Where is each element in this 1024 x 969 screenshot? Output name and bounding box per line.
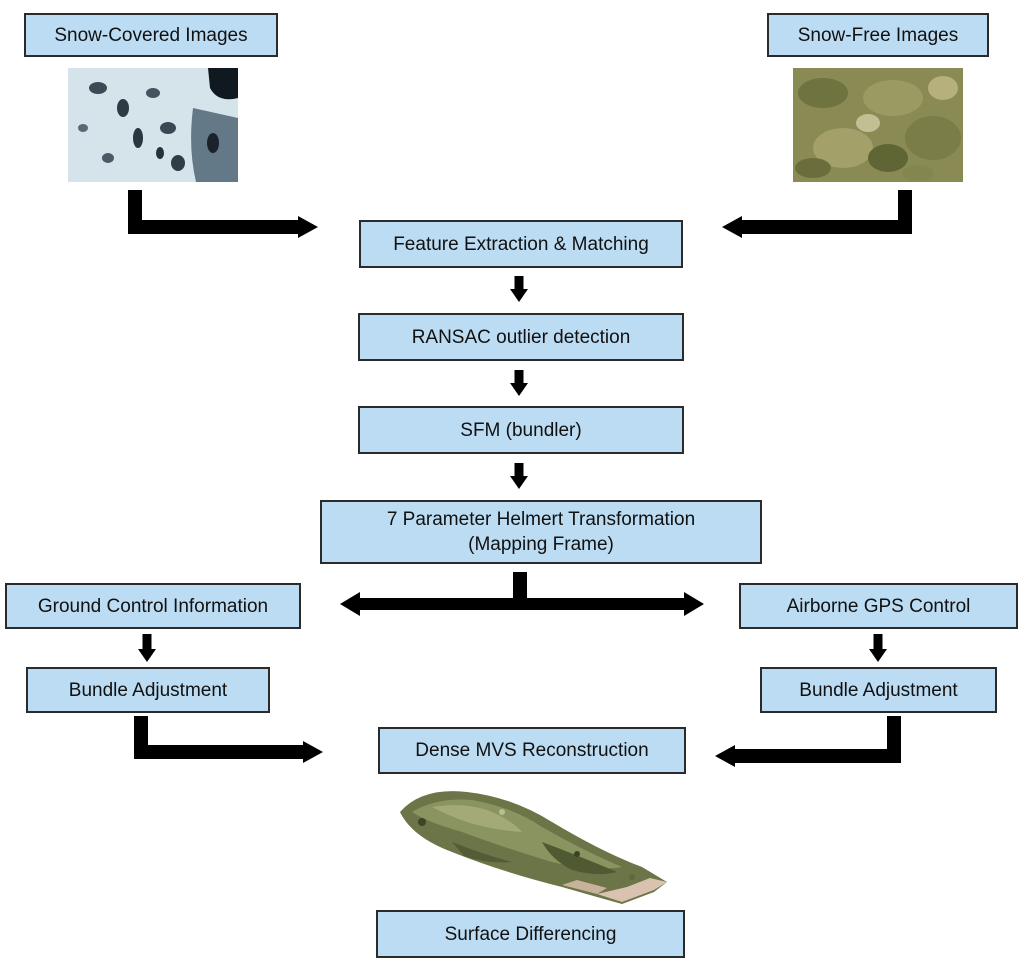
bundle-adjustment-left-label: Bundle Adjustment (68, 679, 228, 701)
feature-extraction-label: Feature Extraction & Matching (393, 233, 649, 255)
snow-free-images-box: Snow-Free Images (767, 13, 989, 57)
helmert-label-line1: 7 Parameter Helmert Transformation (386, 509, 696, 530)
snow-covered-images-box: Snow-Covered Images (24, 13, 278, 57)
arrow-helmert-split (340, 572, 704, 616)
arrow-snow-covered-to-feature (128, 190, 318, 238)
bundle-adjustment-right-box: Bundle Adjustment (760, 667, 997, 713)
ransac-label: RANSAC outlier detection (411, 326, 631, 348)
arrow-feature-to-ransac (510, 276, 528, 302)
snow-covered-photo (68, 68, 238, 182)
ransac-box: RANSAC outlier detection (358, 313, 684, 361)
arrow-bundle-right-to-dense (715, 716, 901, 767)
snow-covered-label: Snow-Covered Images (54, 24, 248, 46)
airborne-gps-label: Airborne GPS Control (786, 595, 971, 617)
snow-free-photo (793, 68, 963, 182)
ground-control-label: Ground Control Information (37, 595, 269, 617)
point-cloud-render (400, 791, 667, 904)
helmert-label-line2: (Mapping Frame) (468, 534, 614, 555)
sfm-label: SFM (bundler) (460, 419, 582, 441)
arrow-gps-to-bundle (869, 634, 887, 662)
snow-free-label: Snow-Free Images (797, 24, 959, 46)
arrow-ransac-to-sfm (510, 370, 528, 396)
arrow-snow-free-to-feature (722, 190, 912, 238)
helmert-box: 7 Parameter Helmert Transformation (Mapp… (320, 500, 762, 564)
arrow-bundle-left-to-dense (134, 716, 323, 763)
bundle-adjustment-left-box: Bundle Adjustment (26, 667, 270, 713)
airborne-gps-box: Airborne GPS Control (739, 583, 1018, 629)
dense-mvs-label: Dense MVS Reconstruction (415, 740, 649, 761)
bundle-adjustment-right-label: Bundle Adjustment (799, 679, 958, 701)
dense-mvs-box: Dense MVS Reconstruction (378, 727, 686, 774)
arrow-sfm-to-helmert (510, 463, 528, 489)
sfm-box: SFM (bundler) (358, 406, 684, 454)
surface-differencing-label: Surface Differencing (444, 923, 617, 945)
arrow-ground-to-bundle (138, 634, 156, 662)
ground-control-box: Ground Control Information (5, 583, 301, 629)
feature-extraction-box: Feature Extraction & Matching (359, 220, 683, 268)
surface-differencing-box: Surface Differencing (376, 910, 685, 958)
